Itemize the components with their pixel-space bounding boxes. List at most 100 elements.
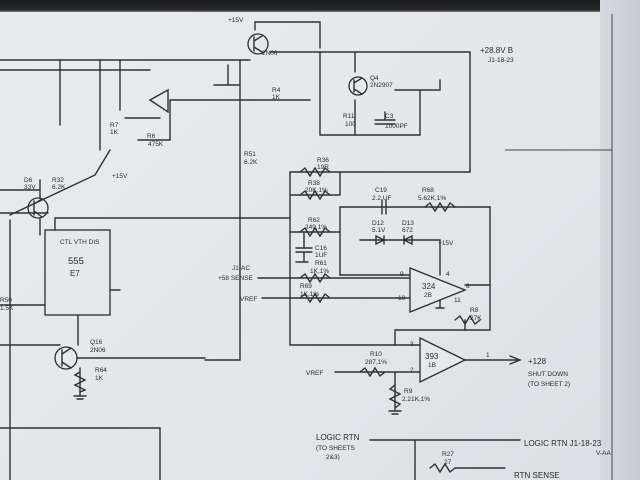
r69-label: R69 — [300, 283, 312, 290]
logic-rtn-wire — [369, 439, 521, 480]
q4-value: 2N2907 — [370, 82, 393, 89]
rtn-sense-label: RTN SENSE — [514, 471, 560, 480]
q4-left-wire — [319, 51, 421, 136]
timer-555-unit: E7 — [70, 269, 80, 278]
upper-cap — [213, 64, 241, 86]
r51-label: R51 — [244, 151, 256, 158]
to-sheet2-label: (TO SHEET 2) — [528, 381, 570, 388]
r61-value: 1K,1% — [310, 268, 329, 275]
diode-net — [339, 206, 441, 276]
opamp-393-name: 393 — [425, 352, 439, 361]
to-sheets-label: (TO SHEETS — [316, 445, 356, 452]
logic-rtn-left: LOGIC RTN — [316, 433, 360, 442]
supply-op-label: +15V — [438, 240, 454, 247]
timer-555-name: 555 — [68, 256, 84, 267]
upper-left-opamp-shape — [148, 88, 169, 114]
r4-value: 1K — [272, 94, 281, 101]
left-bus — [289, 171, 396, 346]
r64-resistor — [73, 371, 87, 393]
opamp-324 — [409, 267, 467, 313]
r38-value: 20K,1% — [305, 187, 328, 194]
r11-label: R11 — [343, 113, 355, 120]
d12-diode — [375, 234, 386, 246]
d13-value: 672 — [402, 227, 413, 234]
top-right-net-sub: J1-18-23 — [488, 57, 514, 64]
r27-label: R27 — [442, 451, 454, 458]
c19-cap — [381, 199, 387, 215]
r61-label: R61 — [315, 260, 327, 267]
opamp-324-pin-minus: 10 — [398, 295, 406, 302]
r62-resistor — [299, 226, 331, 238]
r8-resistor — [454, 314, 481, 326]
d12-value: 5.1V — [372, 227, 386, 234]
top-transistor-label: 2N06 — [262, 50, 278, 57]
r11-value: 100 — [345, 121, 356, 128]
r50-label: R50 — [0, 297, 12, 304]
opamp-393-pin-out: 1 — [486, 352, 490, 359]
opamp-324-pin-v: 4 — [446, 271, 450, 278]
r-right-block — [394, 79, 441, 136]
r61-resistor — [299, 272, 331, 284]
c16-cap — [295, 231, 313, 263]
r51-wire — [204, 59, 241, 361]
c16-label: C16 — [315, 245, 327, 252]
d13-diode — [402, 234, 413, 246]
c19-label: C19 — [375, 187, 387, 194]
opamp-324-pin-g: 11 — [454, 297, 461, 304]
r38-resistor — [299, 189, 331, 201]
r7-value: 1K — [110, 129, 119, 136]
c3-label: C3 — [385, 113, 394, 120]
r27-value: 27 — [444, 459, 452, 466]
r9-value: 2.21K,1% — [402, 396, 430, 403]
opamp-324-ground — [435, 299, 445, 309]
q4-transistor — [348, 76, 368, 96]
timer-wires — [0, 217, 291, 346]
bottom-left-wires — [0, 219, 161, 480]
r4-label: R4 — [272, 87, 281, 94]
c3-cap — [374, 111, 396, 125]
d6-value: 33V — [24, 184, 36, 191]
d13-label: D13 — [402, 220, 414, 227]
r32-value: 6.2K — [52, 184, 66, 191]
r36-label: R36 — [317, 157, 329, 164]
opamp-324-unit: 2B — [424, 292, 432, 299]
opamp-393 — [419, 336, 467, 384]
opamp-324-name: 324 — [422, 282, 436, 291]
r64-label: R64 — [95, 367, 107, 374]
opamp-393-pin-minus: 2 — [410, 367, 414, 374]
upper-left-verticals — [59, 59, 121, 151]
r62-label: R62 — [308, 217, 320, 224]
r6-value: 475K — [148, 141, 164, 148]
upper-feedback — [124, 99, 171, 141]
opamp-324-out-wire — [394, 284, 491, 346]
left-diag-wires — [0, 149, 111, 216]
right-feed-wire — [289, 51, 471, 173]
d12-label: D12 — [372, 220, 384, 227]
c19-loop — [339, 206, 491, 286]
timer-pin-names: CTL VTH DIS — [60, 239, 100, 246]
r27-resistor — [429, 462, 506, 474]
sense-58-label: +58 SENSE — [218, 275, 254, 282]
q16-value: 2N06 — [90, 347, 106, 354]
r64-value: 1K — [95, 375, 104, 382]
opamp-393-wires — [394, 344, 521, 361]
r8-label: R8 — [470, 307, 479, 314]
left-transistor — [27, 197, 49, 219]
r68-resistor — [424, 201, 456, 213]
top-transistor — [247, 33, 269, 55]
c3-value: 1000PF — [385, 123, 408, 130]
q16-top-wire — [254, 21, 321, 31]
r8-value: 27K — [470, 315, 482, 322]
q16-transistor — [54, 346, 78, 370]
j1-ac-label: J1-AC — [232, 265, 250, 272]
r10-label: R10 — [370, 351, 382, 358]
supply-mid-label: +15V — [112, 173, 128, 180]
r10-resistor — [359, 366, 386, 378]
r69-value: 1K,1% — [300, 291, 319, 298]
r68-value: 5.62K,1% — [418, 195, 446, 202]
c16-value: 1UF — [315, 252, 327, 259]
r69-resistor — [299, 292, 331, 304]
r36-r38-wires — [289, 171, 341, 196]
